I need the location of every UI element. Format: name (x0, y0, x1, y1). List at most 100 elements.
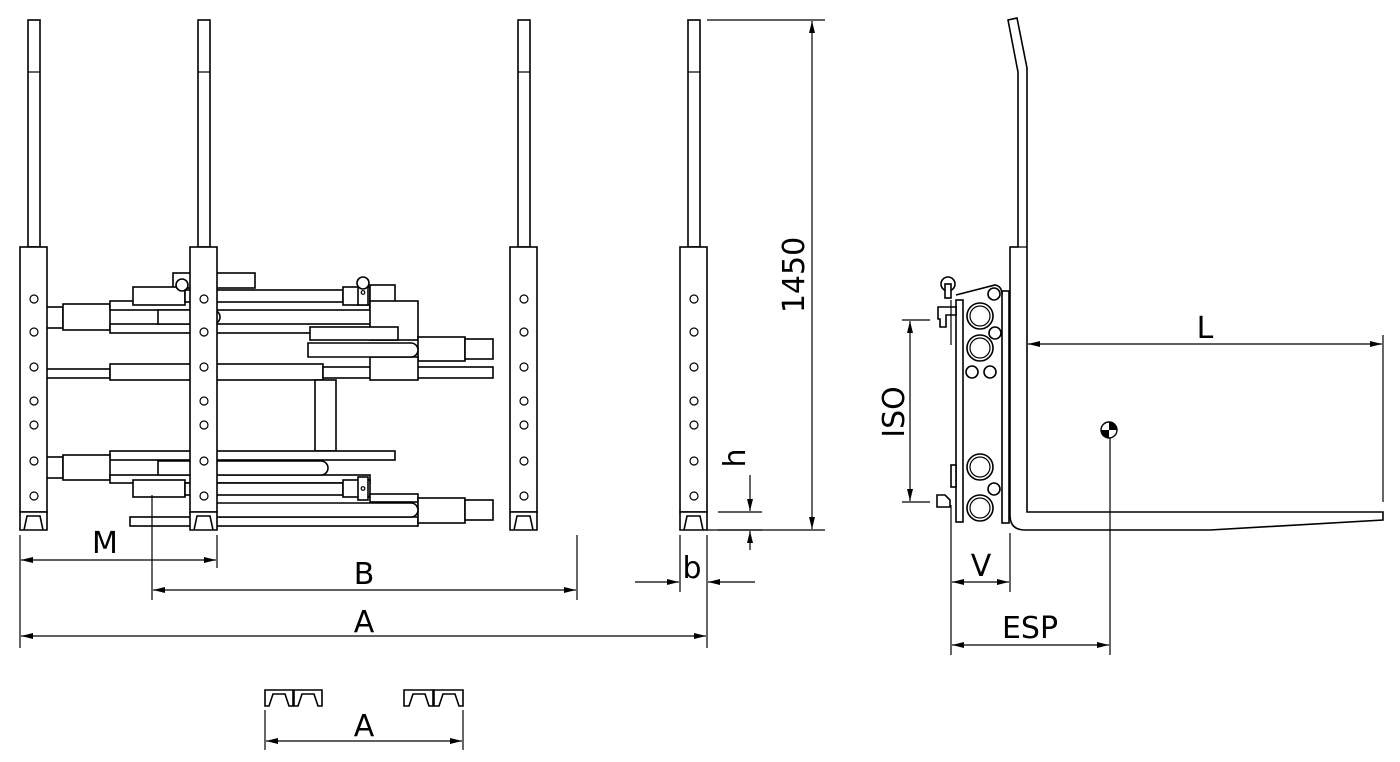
dimension-ISO: ISO (877, 319, 930, 503)
adjustment-hole (199, 456, 209, 466)
frame-member (417, 497, 466, 524)
adjustment-hole (689, 456, 699, 466)
lower-hook (936, 494, 951, 508)
front-view (19, 19, 708, 531)
dim-V-label: V (971, 549, 992, 584)
dimension-A: A (21, 535, 708, 648)
adjustment-hole (29, 294, 39, 304)
adjustment-hole (519, 420, 529, 430)
adjustment-hole (519, 327, 529, 337)
pivot-pin (175, 278, 189, 292)
roller (966, 453, 994, 481)
fork-shank (509, 246, 538, 513)
adjustment-hole (199, 491, 209, 501)
fork-position-detail: A (264, 689, 464, 750)
adjustment-hole (199, 420, 209, 430)
adjustment-hole (519, 491, 529, 501)
roller-inner (969, 305, 991, 327)
hook-plate (950, 464, 957, 488)
adjustment-hole (29, 327, 39, 337)
lock-pin (944, 283, 952, 299)
cylinder-rod (157, 460, 329, 476)
adjustment-hole (29, 420, 39, 430)
dim-b-label: b (682, 551, 701, 586)
roller (966, 334, 994, 362)
dimension-h: h (718, 448, 762, 550)
adjustment-hole (29, 362, 39, 372)
fork-tine-upper (27, 19, 41, 248)
dimension-L: L (1028, 311, 1384, 502)
fork-shoe (189, 511, 218, 531)
dimension-b: b (635, 535, 755, 592)
adjustment-hole (519, 396, 529, 406)
dim-L-label: L (1197, 311, 1214, 346)
frame-member (129, 516, 419, 527)
adjustment-hole (199, 294, 209, 304)
frame-member (62, 303, 111, 331)
adjustment-hole (689, 362, 699, 372)
cylinder-rod (307, 342, 419, 358)
adjustment-hole (689, 294, 699, 304)
small-roller (965, 365, 979, 379)
adjustment-hole (689, 420, 699, 430)
dim-M-label: M (92, 526, 118, 561)
frame-member (62, 454, 111, 481)
fork-shoe (679, 511, 708, 531)
fork-shank (679, 246, 708, 513)
adjustment-hole (689, 327, 699, 337)
dimension-B: B (151, 495, 578, 600)
upper-hook (937, 306, 957, 328)
adjustment-hole (199, 362, 209, 372)
fork-side-profile (1007, 17, 1384, 531)
height-dimension-label: 1450 (777, 237, 812, 313)
dim-ISO-label: ISO (877, 386, 912, 438)
detail-dim-A-label: A (354, 709, 375, 744)
roller (966, 494, 994, 522)
adjustment-hole (29, 491, 39, 501)
roller-inner (969, 337, 991, 359)
side-view (936, 17, 1384, 531)
fork-arm (509, 19, 538, 531)
fork-tine-upper (687, 19, 701, 248)
dim-h-label: h (718, 448, 753, 467)
adjustment-hole (689, 491, 699, 501)
fork-shoe (509, 511, 538, 531)
dimension-M: M (19, 526, 218, 648)
adjustment-hole (29, 396, 39, 406)
roller (966, 302, 994, 330)
fork-tine-upper (517, 19, 531, 248)
frame-member (417, 336, 466, 362)
frame-member (314, 379, 337, 452)
adjustment-hole (199, 396, 209, 406)
fork-shank (189, 246, 218, 513)
fork-arm (679, 19, 708, 531)
adjustment-hole (519, 456, 529, 466)
adjustment-hole (519, 362, 529, 372)
adjustment-hole (689, 396, 699, 406)
fork-shoe (19, 511, 48, 531)
adjustment-hole (519, 294, 529, 304)
frame-member (132, 479, 186, 498)
roller-inner (969, 497, 991, 519)
frame-member (309, 326, 399, 341)
bolt (360, 486, 366, 491)
adjustment-hole (29, 456, 39, 466)
clamp-bracket (357, 476, 369, 501)
bolt (360, 290, 366, 295)
fork-arm (19, 19, 48, 531)
frame-member (464, 499, 494, 521)
dimension-ESP: ESP (952, 611, 1109, 648)
dimension-V: V (950, 505, 1011, 655)
roller-inner (969, 456, 991, 478)
pivot-pin (356, 276, 370, 290)
cylinder-rod (199, 502, 419, 518)
small-roller (988, 326, 1002, 340)
frame-member (109, 450, 396, 461)
fork-arm (189, 19, 218, 531)
frame-member (464, 338, 494, 360)
carriage-plate-front (955, 299, 964, 523)
frame-member (369, 493, 419, 503)
small-roller (987, 287, 1001, 301)
dim-ESP-label: ESP (1002, 611, 1058, 646)
